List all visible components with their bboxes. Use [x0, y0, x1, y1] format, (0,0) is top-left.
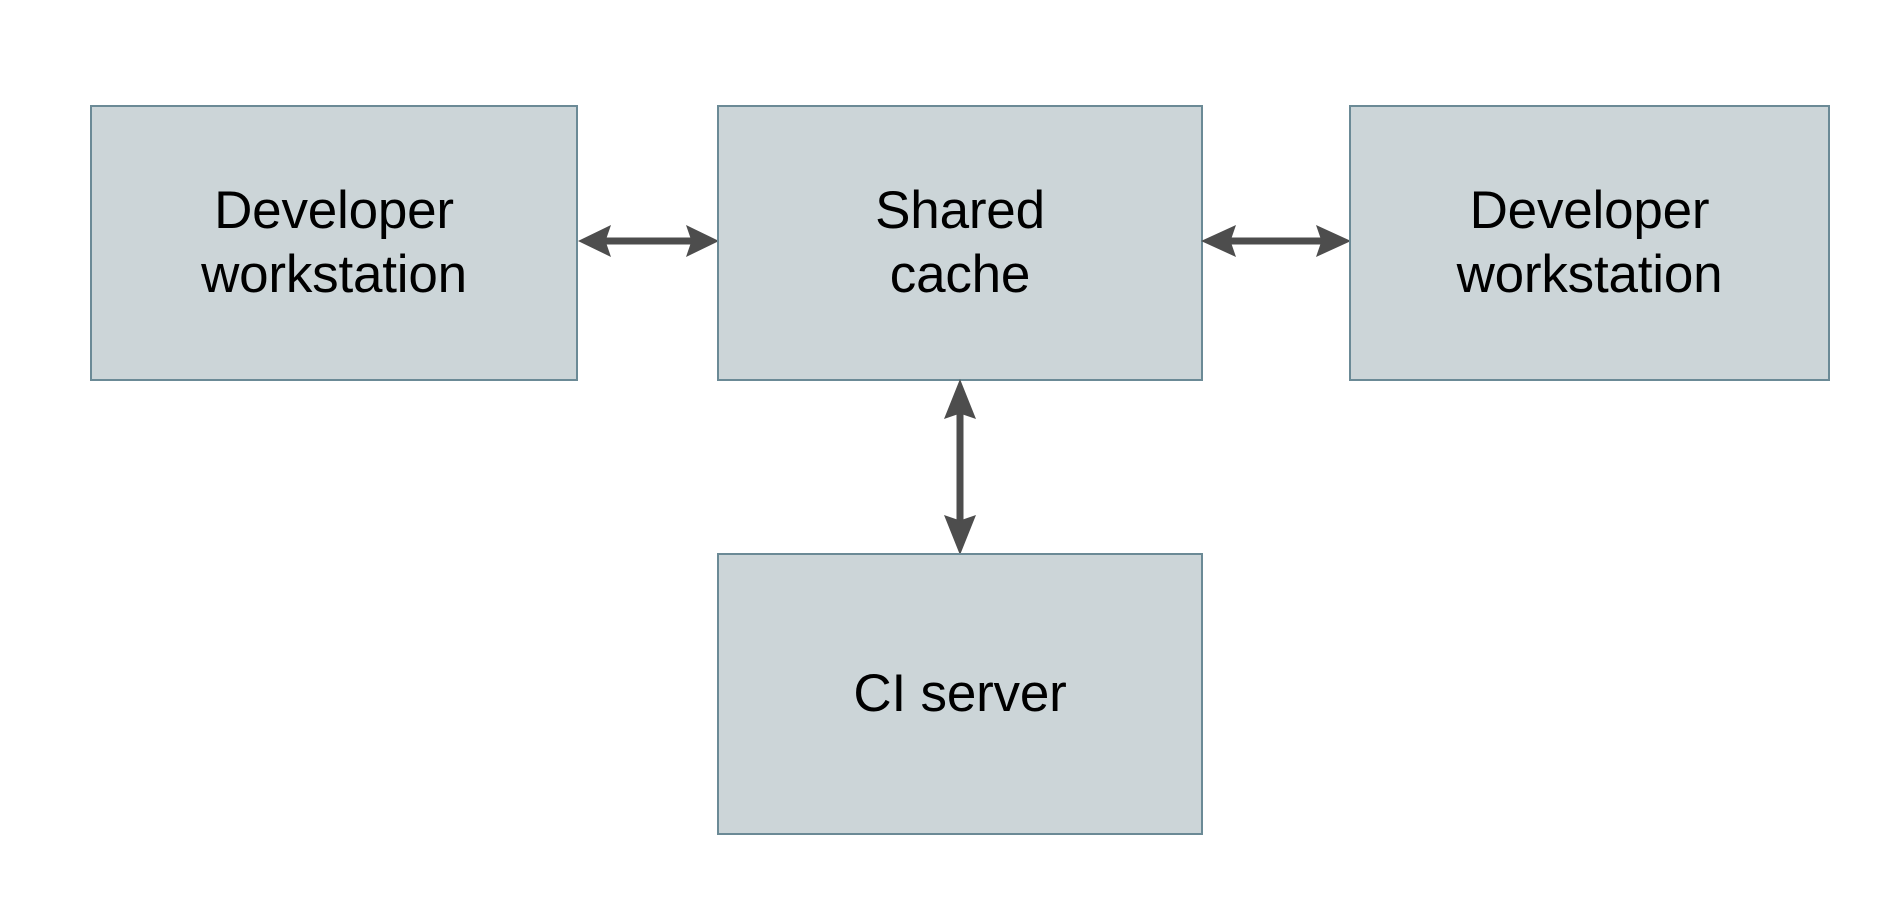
node-label: CI server: [853, 664, 1067, 724]
node-shared-cache[interactable]: Shared cache: [717, 105, 1203, 381]
double-arrow-horizontal-icon: [1201, 225, 1351, 257]
connector-dev-left-to-shared: [578, 213, 719, 269]
double-arrow-vertical-icon: [944, 379, 976, 555]
connector-shared-to-dev-right: [1201, 213, 1351, 269]
node-developer-workstation-right[interactable]: Developer workstation: [1349, 105, 1830, 381]
node-label: Shared cache: [875, 181, 1045, 304]
node-developer-workstation-left[interactable]: Developer workstation: [90, 105, 578, 381]
node-label: Developer workstation: [1456, 181, 1723, 304]
node-label: Developer workstation: [201, 181, 467, 304]
connector-shared-to-ci: [932, 379, 988, 555]
node-ci-server[interactable]: CI server: [717, 553, 1203, 835]
double-arrow-horizontal-icon: [578, 225, 719, 257]
